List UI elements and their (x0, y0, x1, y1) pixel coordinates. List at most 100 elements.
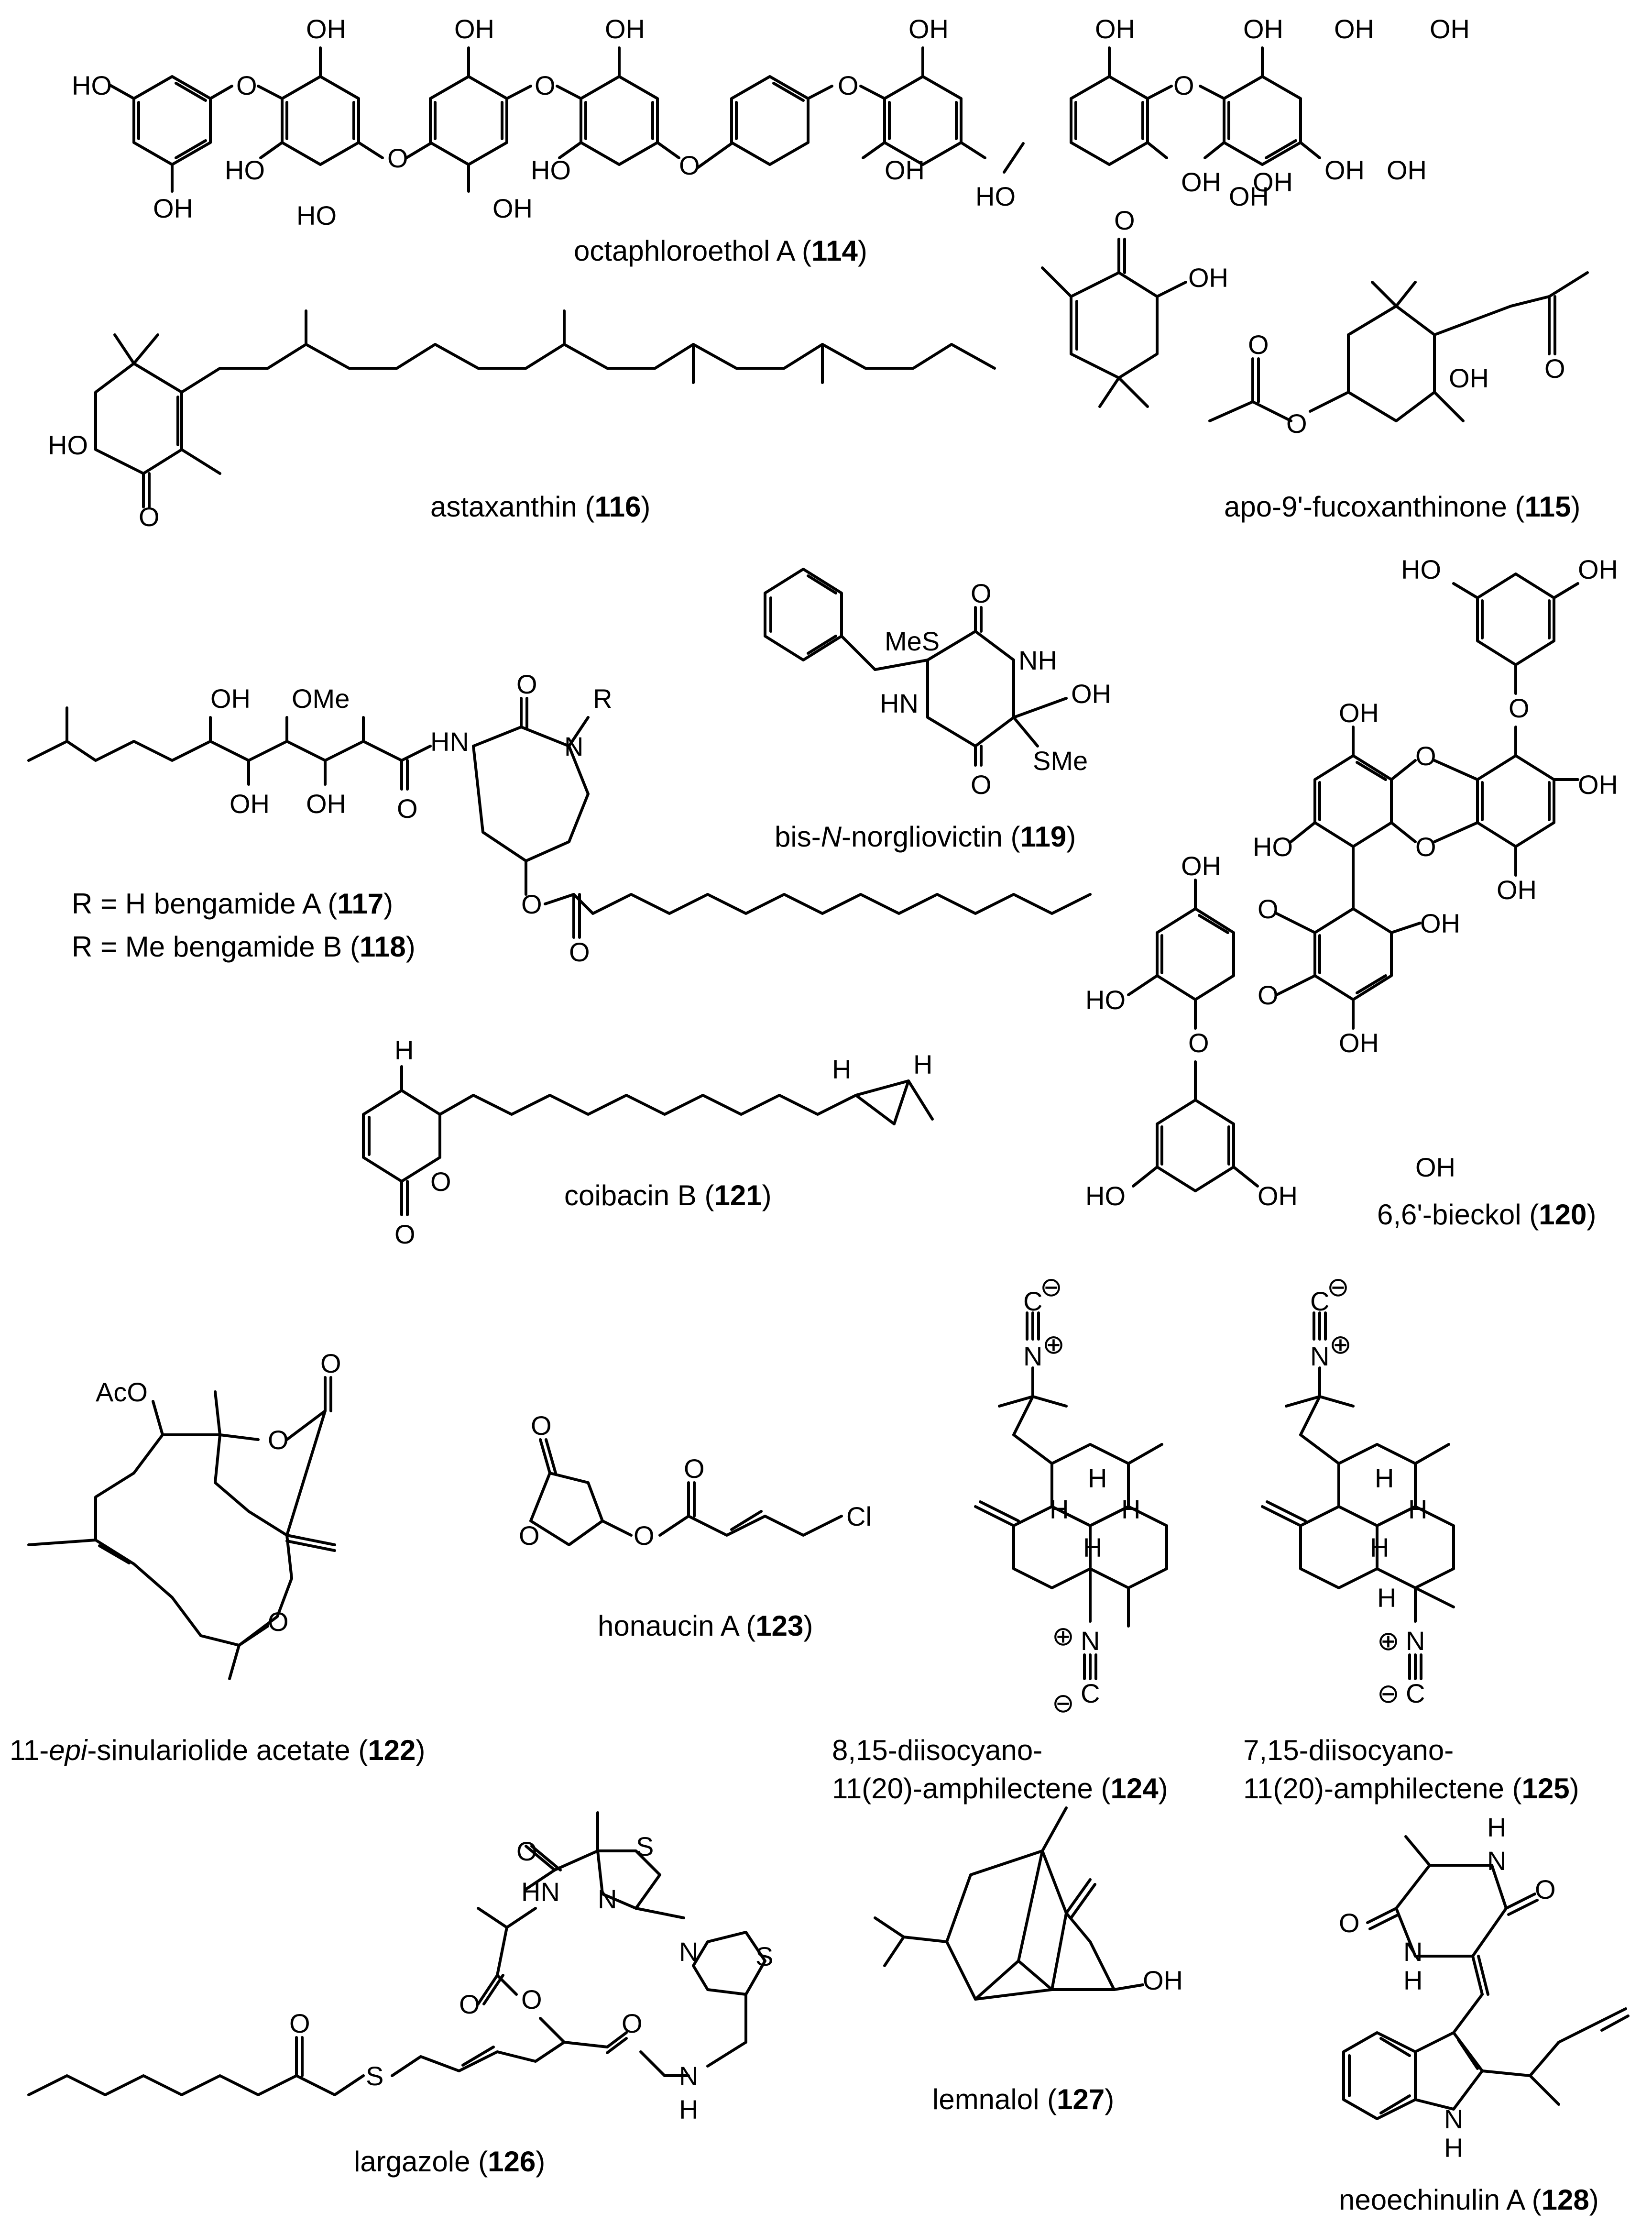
structure-121: H H H O O coibacin B (121) (362, 1035, 934, 1249)
label-h: H (1121, 1494, 1140, 1524)
label-oh: OH (1497, 875, 1537, 905)
structure-117-118: OH OMe O HN R N OH OH O O O R = H bengam… (27, 669, 1092, 967)
compound-number: 123 (755, 1610, 803, 1642)
label-o: O (1415, 741, 1436, 771)
r-group-label: R = Me (72, 931, 165, 963)
label-hn: HN (430, 726, 469, 757)
label-oh: OH (153, 193, 193, 223)
compound-name-prefix: 11- (10, 1734, 49, 1766)
label-ho: HO (1401, 554, 1441, 584)
structure-116: O OH HO O astaxanthin (116) (48, 205, 1228, 532)
label-oh: OH (1415, 1152, 1455, 1182)
label-o: O (569, 937, 590, 967)
label-oh: OH (885, 155, 925, 185)
label-ho: HO (1085, 985, 1126, 1015)
paren-close: ) (1586, 1199, 1596, 1231)
caption-118: R = Me bengamide B (118) (72, 931, 416, 963)
label-o: O (1114, 205, 1135, 235)
label-n: N (564, 731, 583, 761)
label-oh: OH (1387, 155, 1427, 185)
label-o: O (289, 2008, 310, 2038)
label-h: H (1050, 1494, 1069, 1524)
caption-119: bis-N-norgliovictin (119) (775, 821, 1076, 853)
label-oh: OH (230, 789, 270, 819)
label-o: O (394, 1219, 416, 1249)
paren-close: ) (1066, 821, 1076, 853)
label-oh: OH (605, 14, 645, 44)
paren-open: ( (342, 931, 360, 963)
caption-126: largazole (126) (354, 2146, 545, 2178)
structure-125: C ⊖ N ⊕ H H H H ⊕ N ⊖ C 7,15-diisocyano-… (1243, 1272, 1579, 1805)
caption-123: honaucin A (123) (598, 1610, 813, 1642)
caption-124-line2: 11(20)-amphilectene (124) (832, 1772, 1168, 1805)
label-oh: OH (306, 14, 346, 44)
label-o: O (516, 669, 537, 699)
label-oh: OH (1430, 14, 1470, 44)
caption-124-line1: 8,15-diisocyano- (832, 1734, 1042, 1766)
label-h: H (1088, 1463, 1107, 1493)
label-h: H (1444, 2133, 1463, 2163)
compound-name: bengamide B (173, 931, 342, 963)
label-c: C (1406, 1678, 1425, 1708)
paren-close: ) (1589, 2184, 1599, 2216)
compound-name: 6,6'-bieckol (1377, 1199, 1521, 1231)
structure-120: HO OH OH O OH O O HO OH OH OH O OH HO O … (1085, 554, 1618, 1231)
label-n: N (1310, 1341, 1329, 1371)
paren-open: ( (1524, 2184, 1542, 2216)
label-o: O (320, 1348, 341, 1378)
label-n: N (1444, 2104, 1463, 2134)
label-ho: HO (48, 430, 88, 460)
compound-name: astaxanthin (430, 491, 577, 523)
label-h: H (832, 1054, 851, 1084)
label-oh: OH (1188, 263, 1228, 293)
caption-116: astaxanthin (116) (430, 491, 650, 523)
label-minus: ⊖ (1052, 1688, 1074, 1718)
label-r: R (593, 683, 612, 714)
label-h: H (394, 1035, 414, 1065)
compound-name-italic: epi (49, 1734, 88, 1766)
label-n: N (598, 1884, 617, 1914)
compound-name: honaucin A (598, 1610, 740, 1642)
compound-number: 121 (714, 1179, 762, 1211)
label-oh: OH (1181, 167, 1221, 197)
label-oh: OH (1243, 14, 1283, 44)
label-o: O (519, 1520, 540, 1551)
label-oh: OH (1229, 181, 1269, 211)
caption-121: coibacin B (121) (564, 1179, 772, 1211)
label-n: N (1023, 1341, 1042, 1371)
caption-122: 11-epi-sinulariolide acetate (122) (10, 1734, 425, 1766)
label-o: O (268, 1607, 289, 1637)
label-c: C (1081, 1678, 1100, 1708)
paren-close: ) (641, 491, 650, 523)
label-oh: OH (210, 683, 251, 714)
label-o: O (1258, 980, 1279, 1010)
label-o: O (1544, 353, 1565, 384)
paren-open: ( (350, 1734, 368, 1766)
label-o: O (531, 1410, 552, 1441)
label-n: N (1487, 1846, 1506, 1876)
label-minus: ⊖ (1040, 1272, 1062, 1302)
label-ho: HO (296, 200, 337, 231)
label-o: O (1258, 894, 1279, 924)
compound-number: 120 (1539, 1199, 1586, 1231)
caption-128: neoechinulin A (128) (1339, 2184, 1599, 2216)
paren-open: ( (1521, 1199, 1539, 1231)
label-o: O (1173, 70, 1194, 100)
label-oh: OH (1253, 167, 1293, 197)
label-oh: OH (1578, 770, 1618, 800)
label-o: O (1339, 1908, 1360, 1938)
structure-128: H N O O N H N H neoechinulin A (128) (1339, 1812, 1630, 2216)
compound-name: coibacin B (564, 1179, 697, 1211)
label-ho: HO (72, 70, 112, 100)
compound-name: neoechinulin A (1339, 2184, 1525, 2216)
structure-114: HO OH O OH O OH O OH O OH O OH OH HO OH … (72, 14, 1470, 267)
compound-name: largazole (354, 2146, 470, 2178)
paren-open: ( (1003, 821, 1020, 853)
label-o: O (1415, 832, 1436, 862)
paren-open: ( (1504, 1772, 1522, 1805)
label-o: O (459, 1989, 480, 2019)
paren-close: ) (383, 888, 393, 920)
compound-number: 124 (1111, 1772, 1159, 1805)
label-n: N (679, 1937, 698, 1967)
